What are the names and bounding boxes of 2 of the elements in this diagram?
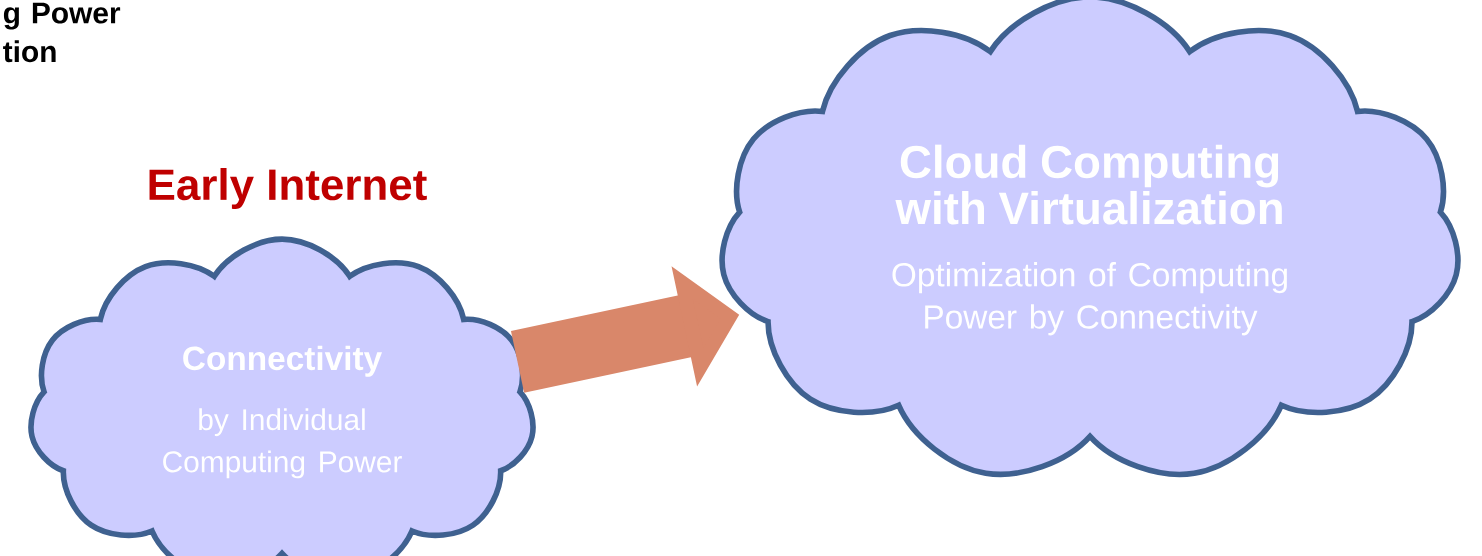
node-label: Early Internet	[149, 168, 427, 209]
heading-text: g Power tion	[3, 2, 121, 63]
